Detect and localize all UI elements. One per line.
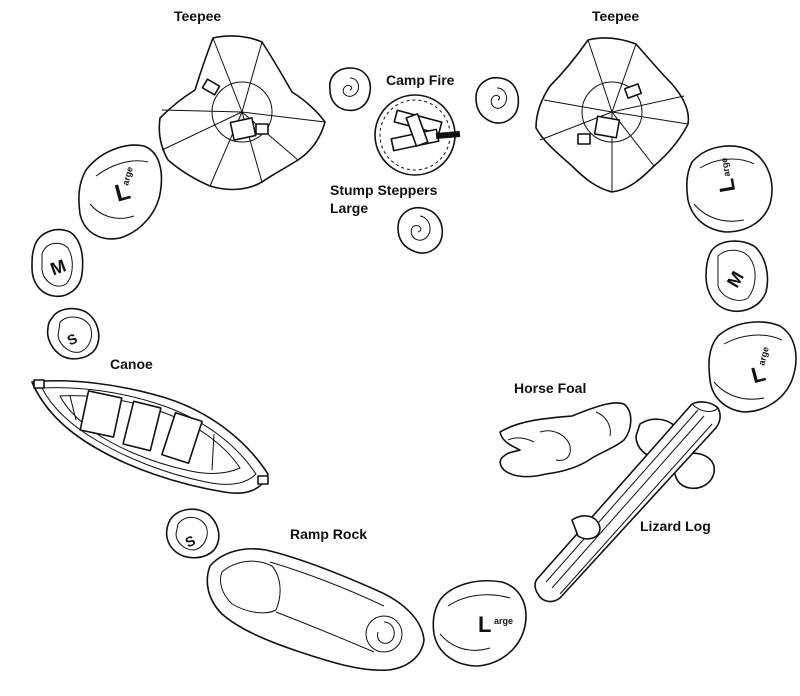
label-stump-steppers-large: Large xyxy=(330,200,369,216)
size-mark-large-4: L xyxy=(749,361,768,389)
stump-stepper-3 xyxy=(397,206,444,254)
lizard-log xyxy=(534,401,721,603)
label-ramp-rock: Ramp Rock xyxy=(290,526,368,542)
horse-foal xyxy=(499,402,632,478)
stump-stepper-1 xyxy=(328,67,372,112)
size-mark-large-rest-4: arge xyxy=(756,346,771,367)
size-mark-large-rest-3: arge xyxy=(719,157,732,177)
rock-small-bottom: S xyxy=(165,508,220,559)
rock-small-left: S xyxy=(46,307,100,360)
size-mark-large-rest-2: arge xyxy=(494,616,513,626)
size-mark-large: L xyxy=(112,178,133,208)
label-lizard-log: Lizard Log xyxy=(640,518,711,534)
ramp-rock xyxy=(206,548,425,672)
label-canoe: Canoe xyxy=(110,356,153,372)
label-camp-fire: Camp Fire xyxy=(386,72,455,88)
canoe xyxy=(31,379,269,494)
camp-fire xyxy=(374,94,461,176)
teepee-left xyxy=(158,35,326,191)
stump-stepper-2 xyxy=(475,76,520,124)
rock-large-bottom: L arge xyxy=(432,580,527,667)
size-mark-large-rest: arge xyxy=(120,166,135,187)
size-mark-medium: M xyxy=(48,255,69,279)
rock-large-left: L arge xyxy=(78,144,163,240)
rock-large-right-upper: L arge xyxy=(686,145,773,233)
size-mark-large-2: L xyxy=(478,612,491,637)
size-mark-large-3: L xyxy=(713,177,740,195)
rock-medium-left: M xyxy=(31,228,84,298)
label-teepee-right: Teepee xyxy=(592,8,640,24)
teepee-right xyxy=(535,37,690,193)
label-stump-steppers: Stump Steppers xyxy=(330,182,438,198)
rock-medium-right: M xyxy=(705,240,769,312)
rock-large-right-lower: L arge xyxy=(708,321,797,413)
label-horse-foal: Horse Foal xyxy=(514,380,587,396)
label-teepee-left: Teepee xyxy=(174,8,222,24)
